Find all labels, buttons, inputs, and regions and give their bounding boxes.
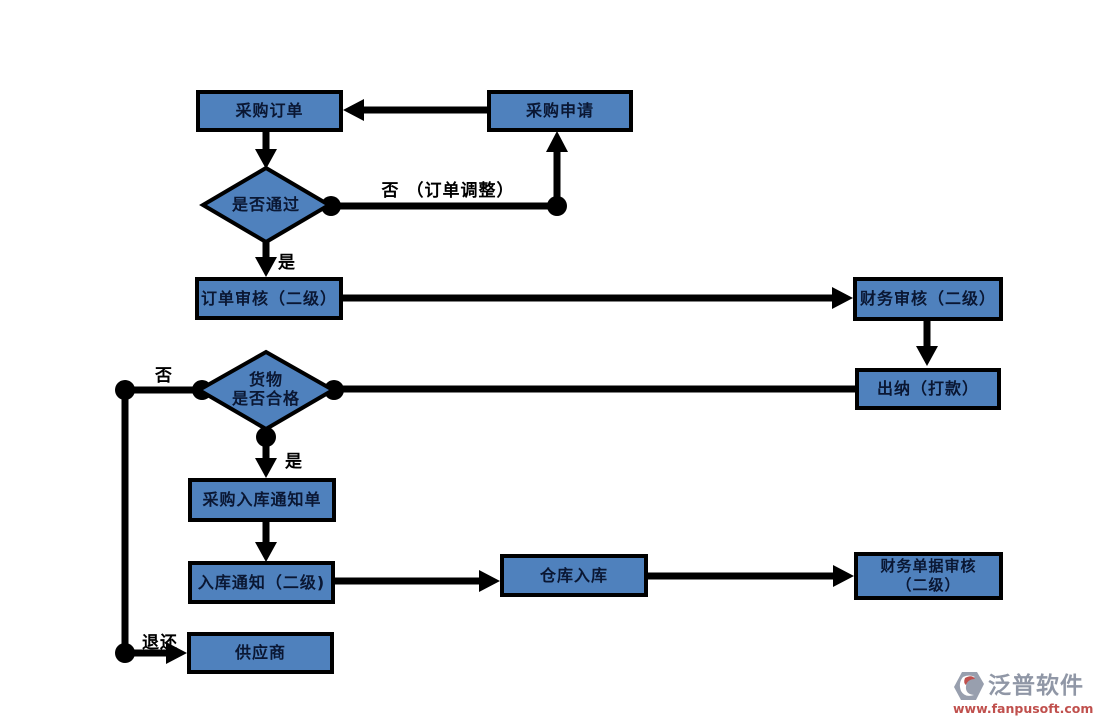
decision-pass-check-label: 是否通过 <box>231 195 300 214</box>
decision-goods-check-line2: 是否合格 <box>231 389 300 409</box>
edge-financereview-to-cashier <box>916 321 938 366</box>
node-finance-doc-review-line1: 财务单据审核 <box>880 556 977 575</box>
node-purchase-order-label: 采购订单 <box>235 101 304 120</box>
edge-label-goods-yes: 是 <box>285 452 303 472</box>
edge-label-goods-no: 否 <box>155 366 173 386</box>
edge-label-order-adjust: 否 （订单调整） <box>381 181 515 201</box>
edge-order-to-passcheck <box>255 131 277 169</box>
node-finance-review-label: 财务审核（二级） <box>859 289 996 308</box>
edge-passcheck-yes <box>255 242 277 277</box>
node-purchase-request: 采购申请 <box>487 90 633 132</box>
edge-passcheck-no-loop <box>321 131 568 216</box>
node-purchase-order: 采购订单 <box>196 90 343 132</box>
node-purchase-inbound-notice-label: 采购入库通知单 <box>202 490 322 509</box>
edge-request-to-order <box>343 99 487 121</box>
watermark: 泛普软件 www.fanpusoft.com <box>953 671 1093 716</box>
node-cashier: 出纳（打款） <box>855 368 1001 410</box>
edge-label-pass-yes: 是 <box>278 253 296 273</box>
node-warehouse-inbound-label: 仓库入库 <box>539 565 608 585</box>
edge-label-return: 退还 <box>142 633 178 653</box>
node-order-review-label: 订单审核（二级） <box>200 288 337 308</box>
edge-warehouse-to-docreview <box>648 565 854 587</box>
node-finance-doc-review: 财务单据审核 （二级） <box>854 552 1003 600</box>
edge-goodscheck-yes <box>255 427 277 478</box>
edge-notice-to-inboundnotice <box>255 522 277 562</box>
node-finance-review: 财务审核（二级） <box>853 277 1003 321</box>
edge-inboundnotice-to-warehouse <box>335 570 500 592</box>
node-inbound-notice-label: 入库通知（二级) <box>197 572 326 592</box>
decision-goods-check-label: 货物 是否合格 <box>206 370 326 408</box>
node-order-review: 订单审核（二级） <box>195 277 343 320</box>
watermark-url: www.fanpusoft.com <box>953 701 1093 716</box>
node-purchase-request-label: 采购申请 <box>525 101 594 120</box>
edge-goodscheck-no-return <box>115 380 212 664</box>
decision-goods-check-shape <box>194 349 338 432</box>
watermark-brand: 泛普软件 <box>988 672 1084 699</box>
edge-orderreview-to-financereview <box>343 287 853 309</box>
node-inbound-notice: 入库通知（二级) <box>188 561 335 604</box>
edge-cashier-to-goodscheck <box>324 380 855 400</box>
node-purchase-inbound-notice: 采购入库通知单 <box>188 478 336 522</box>
node-supplier: 供应商 <box>187 632 334 674</box>
decision-pass-check-shape <box>199 165 333 245</box>
node-warehouse-inbound: 仓库入库 <box>500 554 648 597</box>
decision-goods-check-line1: 货物 <box>248 370 283 389</box>
node-finance-doc-review-line2: （二级） <box>896 576 961 594</box>
fanpu-logo-icon <box>954 672 984 700</box>
node-cashier-label: 出纳（打款） <box>876 379 979 398</box>
node-supplier-label: 供应商 <box>234 643 286 662</box>
